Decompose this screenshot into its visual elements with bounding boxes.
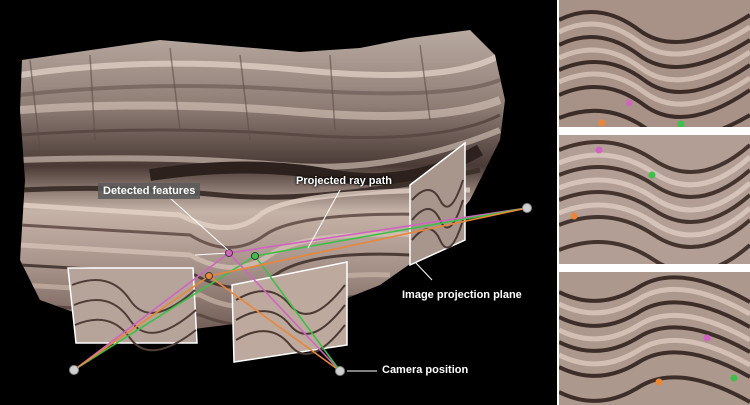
thumb2-marker-orange [570,212,578,220]
feature-point-pink [225,249,233,257]
projection-plane-right [409,141,466,267]
thumbnail-2 [559,135,750,264]
image-projection-plane-label: Image projection plane [402,289,522,301]
thumb2-marker-pink [595,146,603,154]
camera-marker-left [69,365,79,375]
projection-plane-left [67,267,198,352]
feature-point-green [251,252,259,260]
feature-point-orange [205,272,213,280]
thumb3-marker-pink [703,334,711,342]
camera-position-label: Camera position [382,364,469,376]
thumb1-marker-green [677,120,685,127]
thumb1-marker-orange [598,119,606,127]
camera-marker-center [335,366,345,376]
ray-paths [73,207,528,372]
camera-marker-right [522,203,532,213]
detected-features-label: Detected features [98,183,201,199]
thumbnail-1 [559,0,750,127]
projected-ray-path-label: Projected ray path [296,175,392,187]
thumb3-marker-orange [655,378,663,386]
thumb3-marker-green [730,374,738,382]
thumb1-marker-pink [625,99,633,107]
thumbnail-3 [559,272,750,405]
main-scene: Detected features Projected ray path Ima… [0,0,557,405]
leader-lines [169,189,433,372]
rock-outcrop-render [20,30,532,376]
thumb2-marker-green [648,171,656,179]
